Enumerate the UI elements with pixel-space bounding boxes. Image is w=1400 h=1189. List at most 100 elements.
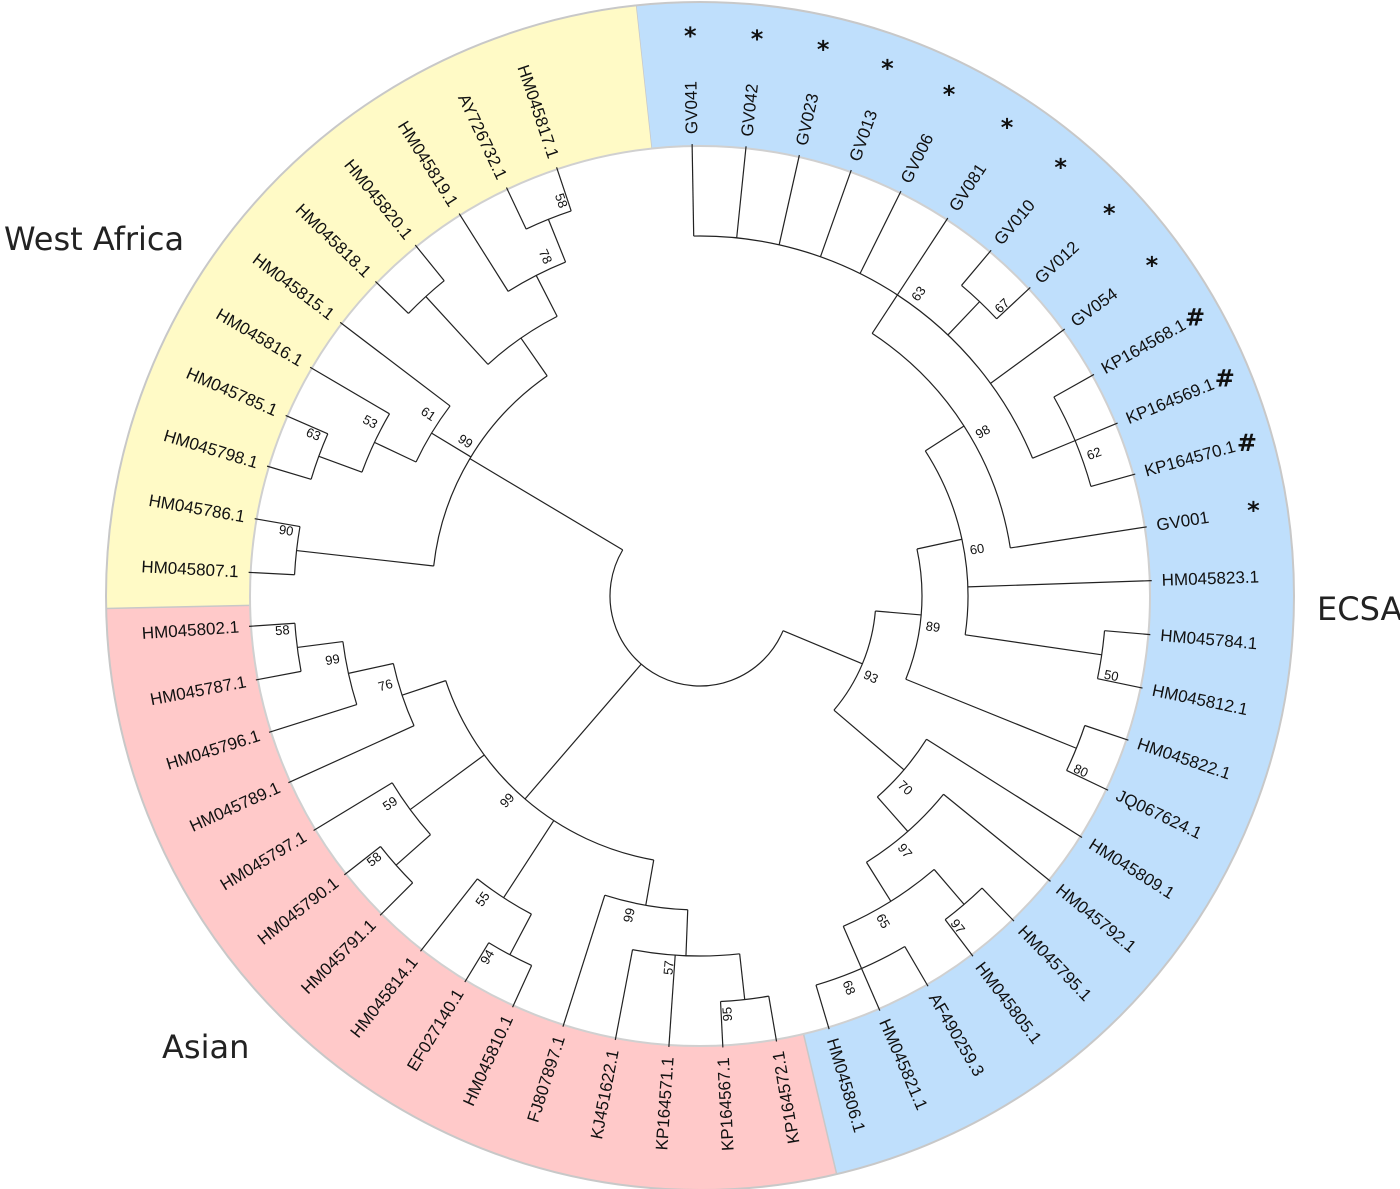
bootstrap-value: 60 xyxy=(969,540,986,557)
internal-branch xyxy=(395,834,431,866)
bootstrap-value: 68 xyxy=(840,978,859,997)
internal-branch xyxy=(409,754,485,811)
branch-arc xyxy=(361,413,391,473)
bootstrap-value: 99 xyxy=(455,431,475,451)
branch-arc xyxy=(342,641,358,705)
internal-branch xyxy=(296,549,434,567)
bootstrap-value: 98 xyxy=(973,422,993,442)
internal-branch xyxy=(947,301,981,336)
leaf-branch xyxy=(339,321,451,407)
sector-divider xyxy=(106,604,251,610)
branch-arc xyxy=(487,315,558,365)
leaf-branch xyxy=(1104,630,1151,636)
internal-branch xyxy=(871,294,898,334)
branch-arc xyxy=(392,663,415,726)
branch-arc xyxy=(843,868,935,927)
internal-branch xyxy=(933,869,965,905)
bootstrap-value: 99 xyxy=(620,907,638,924)
leaf-branch xyxy=(248,622,295,627)
bootstrap-value: 62 xyxy=(1085,444,1104,463)
internal-branch xyxy=(425,296,489,365)
leaf-branch xyxy=(285,414,329,435)
leaf-branch xyxy=(556,167,572,212)
leaf-branch xyxy=(309,366,390,415)
internal-branch xyxy=(469,458,624,551)
branch-arc xyxy=(609,549,784,687)
leaf-branch xyxy=(505,187,527,230)
leaf-branch xyxy=(904,946,929,987)
internal-branch xyxy=(905,678,1077,749)
internal-branch xyxy=(535,275,558,317)
inner-ring-border xyxy=(249,145,1151,1047)
bootstrap-value: 57 xyxy=(660,960,676,976)
leaf-branch xyxy=(815,984,830,1030)
branch-arc xyxy=(944,887,983,921)
sector-west-africa xyxy=(106,5,652,609)
asterisk-marker: * xyxy=(1103,200,1116,228)
branch-arc xyxy=(632,949,740,957)
internal-branch xyxy=(524,663,642,800)
region-label-ecsa: ECSA xyxy=(1317,590,1400,628)
leaf-branch xyxy=(981,887,1015,922)
leaf-branch xyxy=(420,878,478,952)
branch-arc xyxy=(477,878,532,915)
internal-branch xyxy=(645,859,655,906)
internal-branch xyxy=(842,926,863,969)
leaf-branch xyxy=(374,281,409,314)
leaf-branch xyxy=(254,518,301,528)
leaf-branch xyxy=(562,895,606,1027)
bootstrap-value: 58 xyxy=(275,622,291,638)
leaf-branch xyxy=(266,465,312,480)
leaf-label: HM045823.1 xyxy=(1161,567,1259,589)
internal-branch xyxy=(1032,440,1076,459)
bootstrap-value: 78 xyxy=(536,247,556,266)
leaf-branch xyxy=(1097,678,1143,689)
bootstrap-value: 76 xyxy=(376,676,394,694)
internal-branch xyxy=(503,820,555,899)
branch-arc xyxy=(866,793,944,863)
leaf-branch xyxy=(1074,422,1118,442)
leaf-branch xyxy=(255,670,302,681)
leaf-branch xyxy=(990,328,1066,384)
asterisk-marker: * xyxy=(881,54,894,82)
internal-branch xyxy=(348,662,394,674)
leaf-branch xyxy=(996,287,1031,320)
bootstrap-value: 50 xyxy=(1103,667,1120,684)
hash-marker: # xyxy=(1215,365,1235,393)
leaf-branch xyxy=(458,213,509,292)
bootstrap-value: 59 xyxy=(380,793,400,814)
asterisk-marker: * xyxy=(817,36,830,64)
asterisk-marker: * xyxy=(1054,154,1067,182)
internal-branch xyxy=(401,680,446,696)
leaf-branch xyxy=(379,882,414,916)
bootstrap-value: 89 xyxy=(925,618,941,635)
hash-marker: # xyxy=(1237,429,1257,457)
bootstrap-value: 95 xyxy=(719,1006,735,1021)
leaf-branch xyxy=(343,846,381,876)
tree-branches xyxy=(248,144,1152,1048)
bootstrap-value: 61 xyxy=(418,404,438,425)
leaf-branch xyxy=(288,725,415,784)
leaf-branch xyxy=(859,190,902,274)
branch-arc xyxy=(833,610,876,711)
branch-arc xyxy=(507,261,566,292)
leaf-branch xyxy=(248,571,295,576)
sector-ecsa xyxy=(635,2,1294,1175)
leaf-branch xyxy=(944,919,974,957)
bootstrap-value: 97 xyxy=(947,916,968,937)
branch-arc xyxy=(905,548,923,680)
leaf-branch xyxy=(861,968,881,1011)
bootstrap-values: 6762639850608089976865977093955799945558… xyxy=(275,191,1120,1022)
asterisk-marker: * xyxy=(684,22,697,50)
leaf-branch xyxy=(778,154,800,245)
region-label-west-africa: West Africa xyxy=(4,220,185,258)
leaf-branch xyxy=(768,996,778,1042)
internal-branch xyxy=(297,640,343,649)
bootstrap-value: 94 xyxy=(477,947,497,967)
bootstrap-value: 97 xyxy=(895,840,916,861)
asterisk-marker: * xyxy=(1146,251,1159,279)
branch-arc xyxy=(488,942,532,966)
internal-branch xyxy=(520,337,548,377)
